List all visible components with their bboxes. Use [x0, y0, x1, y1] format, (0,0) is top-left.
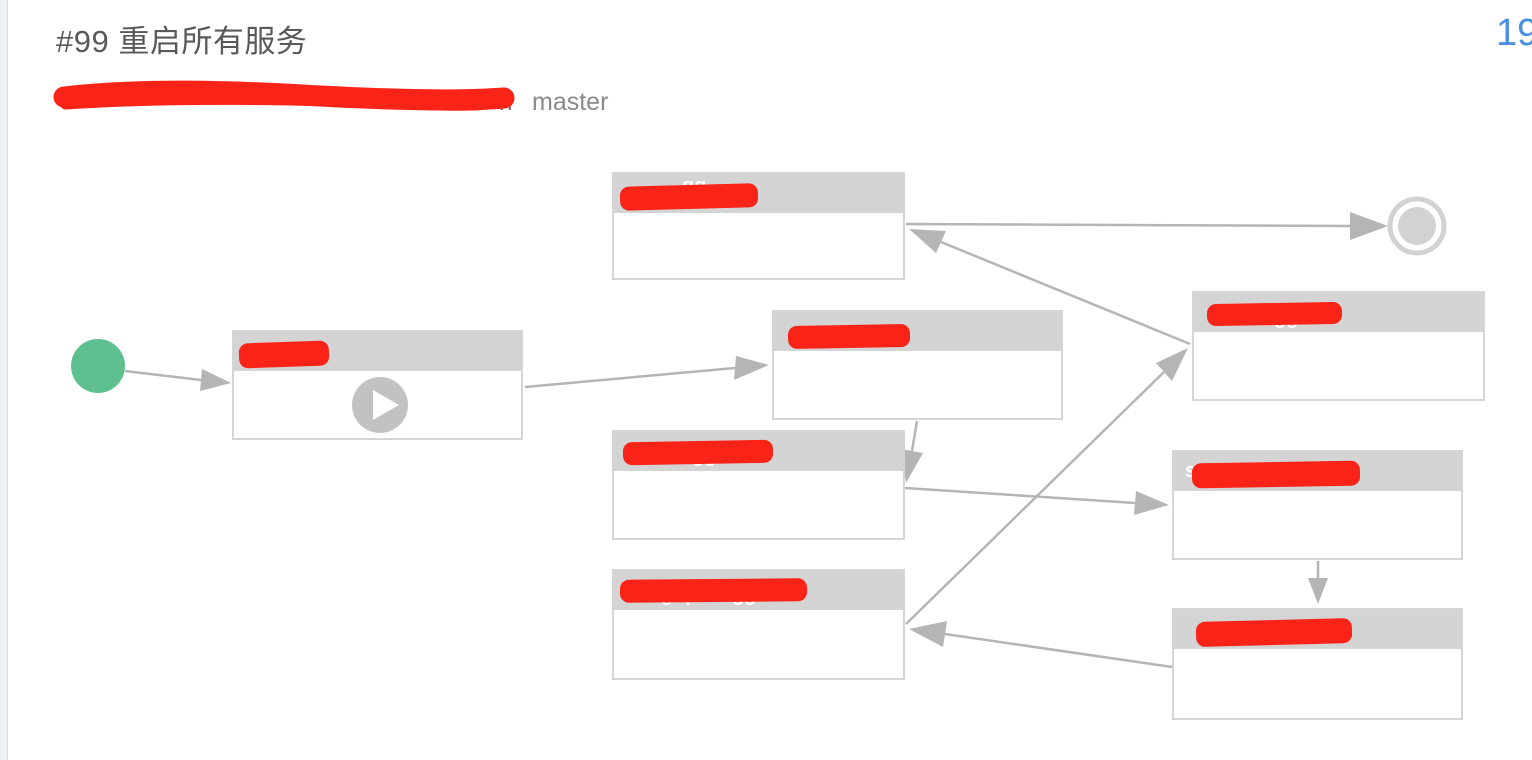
- pipeline-stage-mid[interactable]: [772, 310, 1063, 420]
- pipeline-stage-right-mid[interactable]: s: [1172, 450, 1463, 560]
- start-node: [71, 339, 125, 393]
- stage-header: [774, 312, 1061, 351]
- redaction-scribble: [1206, 301, 1343, 327]
- redaction-scribble: [622, 439, 774, 466]
- redaction-scribble: [238, 340, 330, 369]
- arrowhead: [1134, 491, 1169, 515]
- arrowhead: [909, 621, 947, 647]
- arrowhead: [1350, 212, 1388, 240]
- arrowhead: [734, 356, 769, 380]
- redaction-scribble: [1191, 460, 1361, 489]
- stage-header: gg: [614, 432, 903, 471]
- pipeline-stage-d[interactable]: singuplanigg: [612, 569, 905, 680]
- panel-edge: [0, 0, 8, 760]
- play-button[interactable]: [350, 375, 410, 435]
- pipeline-stage-right-bottom[interactable]: gg: [1172, 608, 1463, 720]
- end-node-core: [1398, 207, 1436, 245]
- redaction-scribble: [619, 183, 759, 211]
- redaction-scribble: [619, 578, 808, 603]
- end-node-ring: [1387, 196, 1447, 256]
- arrowhead: [200, 369, 231, 391]
- stage-header: gg: [1174, 610, 1461, 649]
- page-title: #99 重启所有服务: [56, 24, 308, 59]
- stage-header: gg: [234, 332, 521, 371]
- stage-header: s: [1174, 452, 1461, 491]
- arrowhead: [909, 229, 946, 253]
- stage-header: gg: [614, 174, 903, 213]
- pipeline-stage-right-top[interactable]: gg: [1192, 291, 1485, 401]
- stage-header: gg: [1194, 293, 1483, 332]
- stage-label-fragment: s: [1185, 460, 1197, 482]
- branch-label: master: [532, 88, 609, 116]
- redaction-scribble: [1195, 617, 1353, 648]
- build-number-link[interactable]: 19: [1496, 12, 1532, 54]
- pipeline-stage-play[interactable]: gg: [232, 330, 523, 440]
- pipeline-stage-top[interactable]: gg: [612, 172, 905, 280]
- arrowhead: [1308, 578, 1328, 604]
- pipeline-stage-c[interactable]: gg: [612, 430, 905, 540]
- arrowhead: [901, 449, 923, 483]
- arrowhead: [1156, 348, 1188, 381]
- stage-header: singuplanigg: [614, 571, 903, 610]
- play-icon: [352, 377, 408, 433]
- redaction-scribble: [787, 323, 911, 350]
